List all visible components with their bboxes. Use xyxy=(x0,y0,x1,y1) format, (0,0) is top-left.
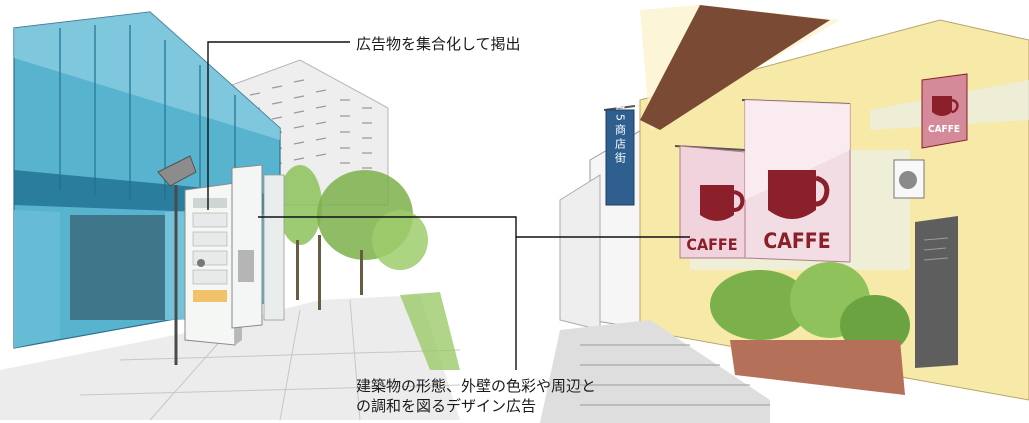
wall-sign-caffe: CAFFE xyxy=(928,124,960,135)
flag-small-caffe: CAFFE xyxy=(686,235,737,254)
cafe-flag-large: CAFFE xyxy=(741,99,851,263)
flag-large-caffe: CAFFE xyxy=(763,229,830,253)
annotation-consolidated-signs: 広告物を集合化して掲出 xyxy=(356,35,521,53)
annotation-design-signs-line2: の調和を図るデザイン広告 xyxy=(356,397,537,415)
blue-glass-building xyxy=(13,11,281,349)
left-pavement xyxy=(0,292,461,421)
right-street-scene: 西15商店街 CAFFE CAFFE CAFFE xyxy=(540,5,1029,423)
leader-lines xyxy=(207,41,690,370)
annotation-design-signs: 建築物の形態、外壁の色彩や周辺と の調和を図るデザイン広告 xyxy=(356,376,716,416)
planter-shrubs xyxy=(710,262,910,395)
annotation-design-signs-line1: 建築物の形態、外壁の色彩や周辺と xyxy=(356,377,597,395)
cafe-wall-sign: CAFFE xyxy=(921,73,968,149)
vertical-shopping-street-banner: 西15商店街 xyxy=(603,90,636,206)
banner-text: 西15商店街 xyxy=(614,90,627,166)
consolidated-sign-pylon xyxy=(157,155,285,365)
cafe-awning xyxy=(640,5,830,130)
left-street-scene xyxy=(0,11,461,421)
left-trees xyxy=(278,165,428,310)
menu-board xyxy=(915,216,958,368)
cafe-flag-small: CAFFE xyxy=(674,145,746,259)
